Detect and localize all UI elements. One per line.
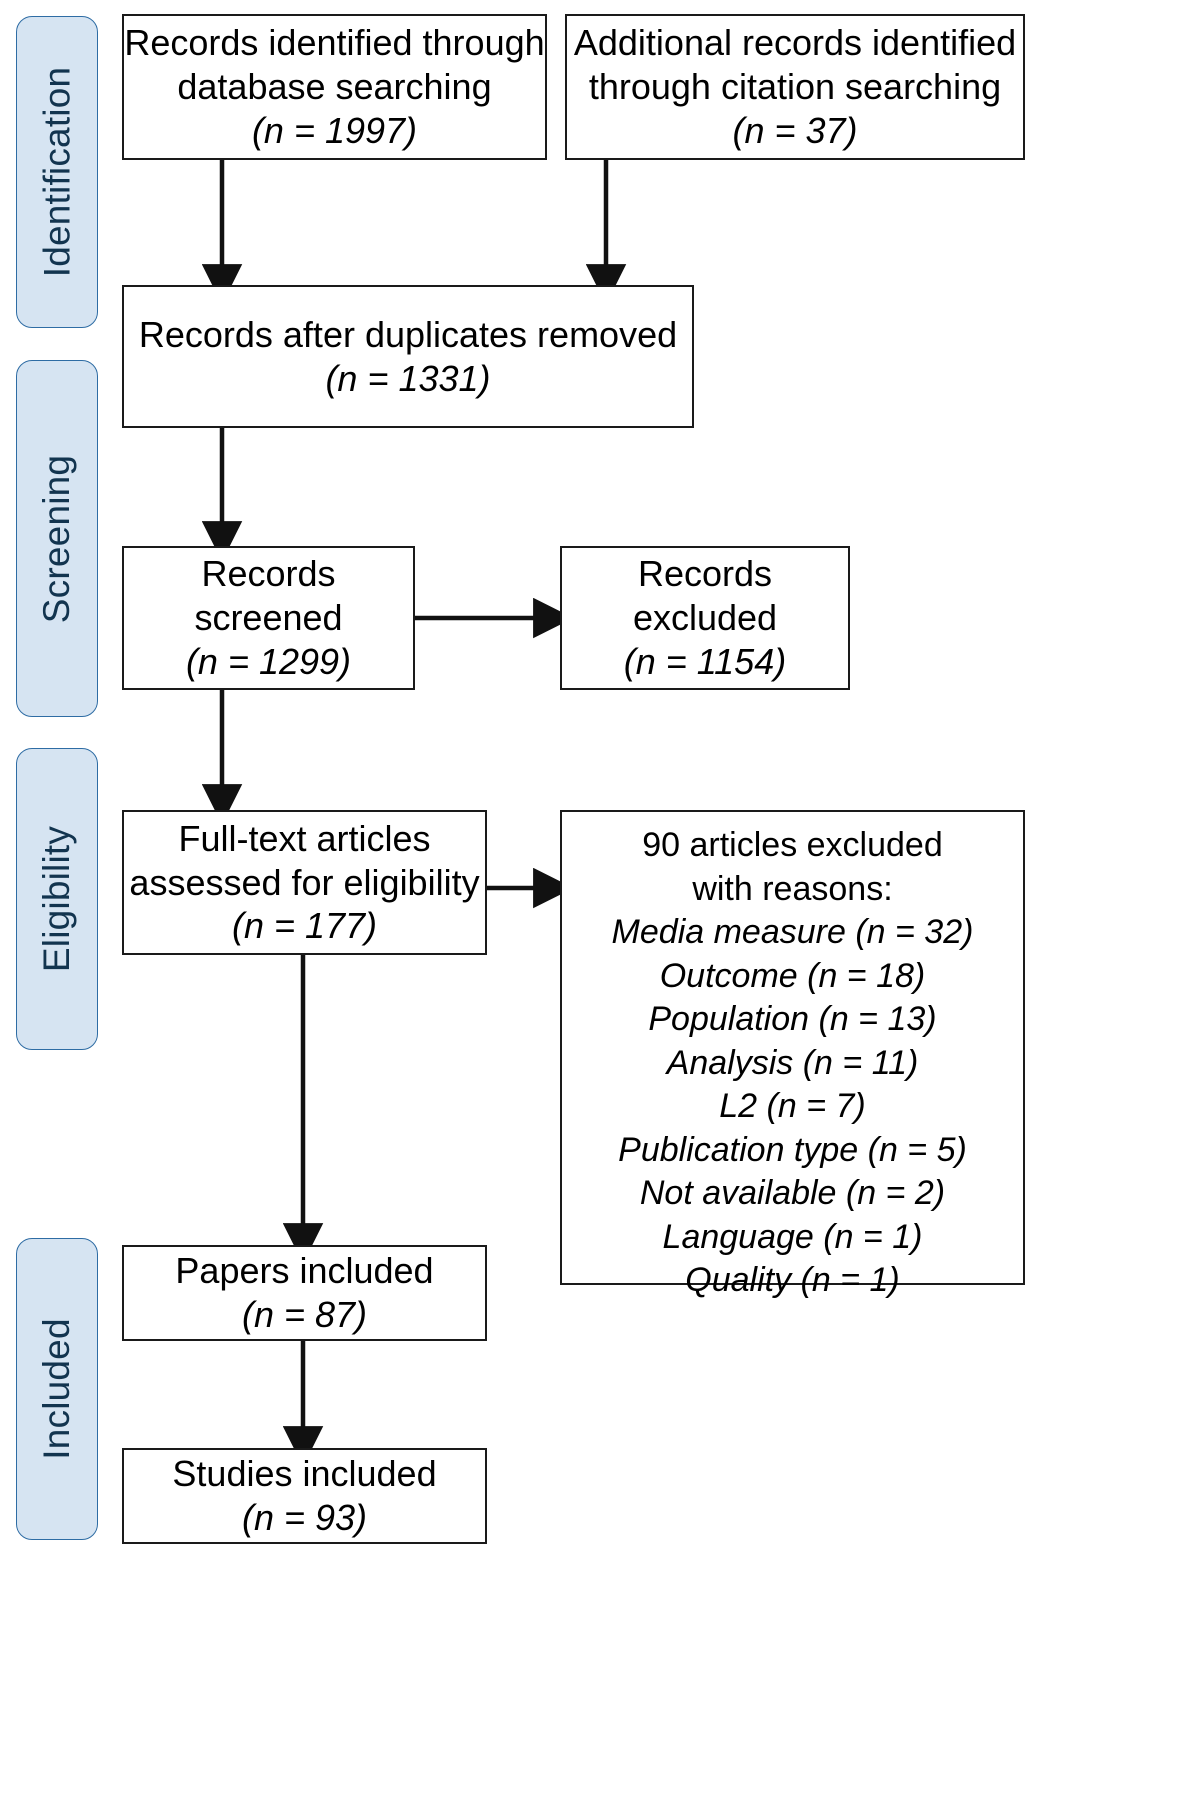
stage-label-screening: Screening [16, 360, 98, 717]
box-articles-excluded-with-reasons: 90 articles excluded with reasons: Media… [560, 810, 1025, 1299]
after-duplicates-line1: Records after duplicates removed [138, 313, 678, 355]
studies-included-count: (n = 93) [241, 1497, 368, 1538]
db-records-count: (n = 1997) [251, 109, 418, 151]
stage-label-identification: Identification [16, 16, 98, 328]
records-screened-line2: screened [194, 597, 343, 639]
records-excluded-line1: Records [637, 553, 773, 595]
box-papers-included: Papers included (n = 87) [122, 1245, 487, 1341]
studies-included-line1: Studies included [172, 1453, 437, 1495]
box-studies-included: Studies included (n = 93) [122, 1448, 487, 1544]
papers-included-count: (n = 87) [241, 1294, 368, 1335]
stage-label-eligibility-text: Eligibility [36, 825, 78, 973]
box-records-identified-database: Records identified through database sear… [122, 14, 547, 160]
box-records-excluded: Records excluded (n = 1154) [560, 546, 850, 690]
box-records-screened: Records screened (n = 1299) [122, 546, 415, 690]
after-duplicates-count: (n = 1331) [325, 357, 491, 399]
citation-records-count: (n = 37) [732, 109, 858, 151]
citation-records-line2: through citation searching [588, 66, 1002, 108]
box-fulltext-assessed: Full-text articles assessed for eligibil… [122, 810, 487, 955]
db-records-line2: database searching [177, 66, 492, 108]
stage-label-included-text: Included [36, 1318, 77, 1460]
fulltext-count: (n = 177) [231, 905, 378, 947]
stage-label-eligibility: Eligibility [16, 748, 98, 1050]
exclusion-reason-l2: L2 (n = 7) [719, 1087, 866, 1126]
box-records-after-duplicates: Records after duplicates removed (n = 13… [122, 285, 694, 428]
exclusions-header-line2: with reasons: [692, 869, 893, 908]
exclusion-reason-not-available: Not available (n = 2) [639, 1174, 946, 1213]
stage-label-included: Included [16, 1238, 98, 1540]
records-screened-count: (n = 1299) [185, 640, 352, 682]
papers-included-line1: Papers included [175, 1250, 434, 1292]
db-records-line1: Records identified through [124, 22, 545, 64]
exclusion-reason-publication-type: Publication type (n = 5) [618, 1130, 967, 1169]
box-records-identified-citation: Additional records identified through ci… [565, 14, 1025, 160]
citation-records-line1: Additional records identified [573, 22, 1017, 64]
exclusions-header-line1: 90 articles excluded [642, 826, 943, 864]
stage-label-screening-text: Screening [36, 454, 78, 623]
exclusion-reason-population: Population (n = 13) [648, 1000, 937, 1039]
records-excluded-count: (n = 1154) [623, 640, 787, 682]
fulltext-line2: assessed for eligibility [129, 861, 480, 903]
exclusion-reason-language: Language (n = 1) [662, 1217, 923, 1256]
fulltext-line1: Full-text articles [178, 817, 431, 859]
exclusion-reason-media-measure: Media measure (n = 32) [611, 913, 974, 952]
records-excluded-line2: excluded [632, 597, 778, 639]
exclusion-reason-outcome: Outcome (n = 18) [659, 956, 926, 995]
exclusion-reason-quality: Quality (n = 1) [685, 1261, 900, 1300]
records-screened-line1: Records [201, 553, 336, 595]
stage-label-identification-text: Identification [36, 66, 78, 278]
exclusion-reason-analysis: Analysis (n = 11) [666, 1043, 919, 1082]
